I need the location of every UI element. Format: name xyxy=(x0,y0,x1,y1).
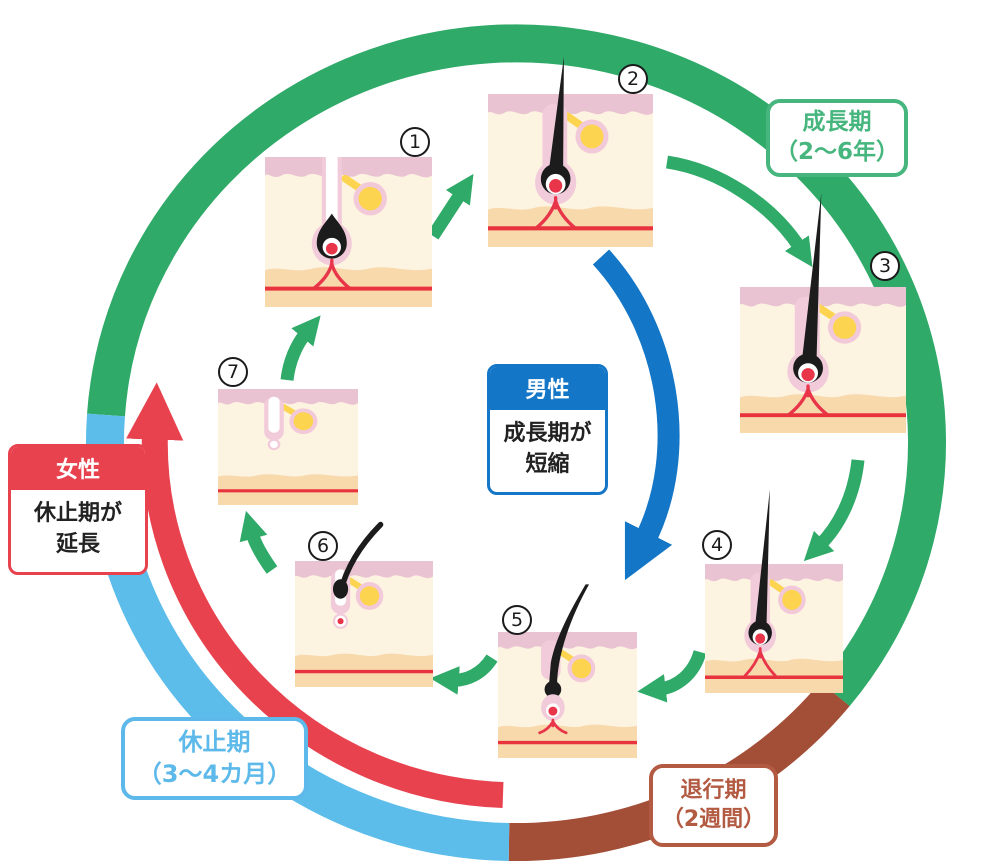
rest-phase-label: 休止期 （3〜4カ月） xyxy=(121,717,308,800)
stage-5-follicle-illustration xyxy=(498,584,637,758)
male-shortcut-arrow xyxy=(592,249,680,581)
female-callout: 女性 休止期が 延長 xyxy=(8,444,148,575)
stage-5-number: 5 xyxy=(502,605,532,635)
rest-phase-duration: （3〜4カ月） xyxy=(137,759,292,788)
male-callout-line1: 成長期が xyxy=(503,421,592,446)
stage-1-number: 1 xyxy=(400,127,430,157)
regression-phase-label: 退行期 （2週間） xyxy=(649,764,778,847)
rest-phase-name: 休止期 xyxy=(178,728,251,757)
stage-4-follicle-illustration xyxy=(705,489,843,693)
sebaceous-gland-icon xyxy=(768,579,806,615)
female-callout-body: 休止期が 延長 xyxy=(11,490,145,572)
growth-phase-duration: （2〜6年） xyxy=(774,139,899,165)
stage-6-number: 6 xyxy=(308,531,338,561)
arrow-stage4-to-stage5 xyxy=(637,649,707,703)
growth-phase-arc xyxy=(87,24,947,707)
stage-4-number: 4 xyxy=(702,530,732,560)
stage-1-follicle-illustration xyxy=(265,157,432,307)
growth-phase-label: 成長期 （2〜6年） xyxy=(766,99,908,177)
stage-2-number: 2 xyxy=(618,64,648,94)
sebaceous-gland-icon xyxy=(341,174,387,216)
stage-6-follicle-illustration xyxy=(295,521,433,687)
stage-3-number: 3 xyxy=(870,251,900,281)
male-callout-body: 成長期が 短縮 xyxy=(490,410,605,492)
arrow-stage7-to-stage1 xyxy=(280,315,321,381)
stage-7-follicle-illustration xyxy=(218,389,358,505)
female-callout-line1: 休止期が xyxy=(33,501,122,526)
sebaceous-gland-icon xyxy=(280,404,318,435)
female-extension-arrow xyxy=(126,382,504,808)
arrow-stage5-to-stage6 xyxy=(430,654,498,695)
arrow-stage1-to-stage2 xyxy=(427,173,474,240)
growth-phase-name: 成長期 xyxy=(802,109,872,136)
regression-phase-name: 退行期 xyxy=(680,777,747,803)
arrow-stage2-to-stage3 xyxy=(665,155,813,268)
sebaceous-gland-icon xyxy=(347,577,384,610)
female-callout-title: 女性 xyxy=(11,447,145,490)
sebaceous-gland-icon xyxy=(558,649,596,683)
regression-phase-duration: （2週間） xyxy=(661,806,766,832)
arrow-stage6-to-stage7 xyxy=(239,510,278,574)
female-callout-line2: 延長 xyxy=(55,531,100,557)
sebaceous-gland-icon xyxy=(815,304,862,344)
sebaceous-gland-icon xyxy=(563,112,609,154)
stage-3-follicle-illustration xyxy=(740,192,906,433)
arrow-stage3-to-stage4 xyxy=(803,459,865,562)
male-callout-line2: 短縮 xyxy=(525,451,570,477)
stage-2-follicle-illustration xyxy=(488,56,653,247)
male-callout-title: 男性 xyxy=(490,367,605,410)
male-callout: 男性 成長期が 短縮 xyxy=(487,364,608,495)
stage-7-number: 7 xyxy=(218,357,248,387)
